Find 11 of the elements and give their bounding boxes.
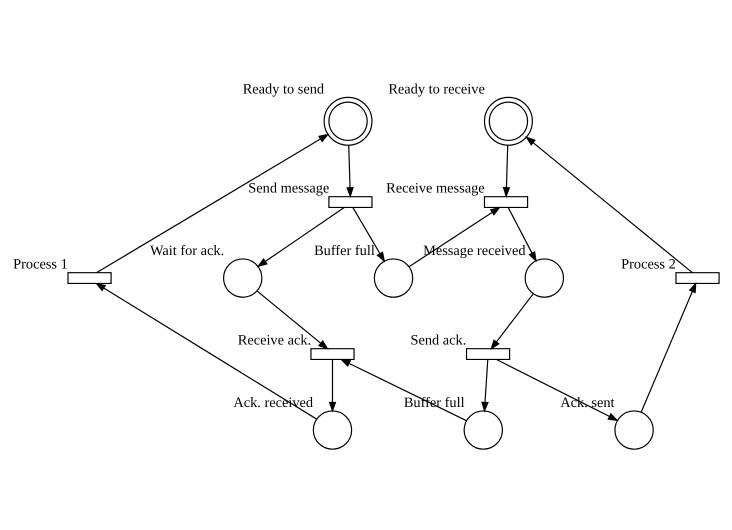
node-label: Wait for ack. bbox=[150, 242, 224, 258]
node-label: Ack. sent bbox=[560, 394, 615, 410]
node-label: Receive ack. bbox=[238, 332, 312, 348]
node-label: Process 2 bbox=[621, 256, 676, 272]
node-label: Send message bbox=[248, 180, 330, 196]
node-label: Ready to send bbox=[242, 80, 324, 97]
node-label: Send ack. bbox=[410, 332, 466, 348]
node-label: Receive message bbox=[386, 180, 485, 196]
node-label: Ready to receive bbox=[388, 80, 485, 97]
node-label: Process 1 bbox=[13, 256, 68, 272]
node-label: Buffer full bbox=[314, 242, 375, 258]
